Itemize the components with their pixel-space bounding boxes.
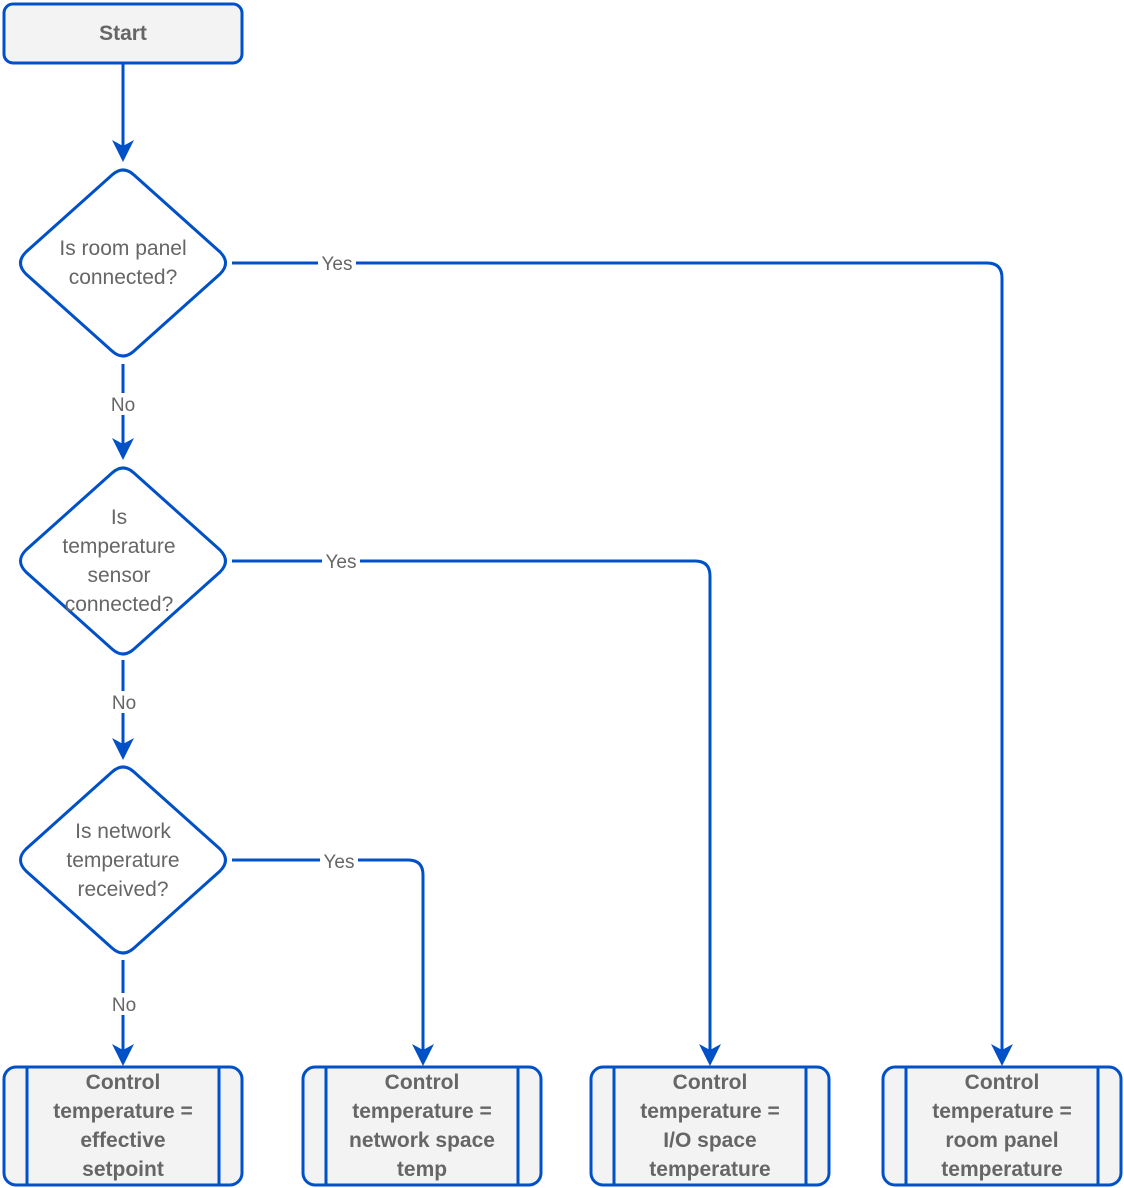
- result-effective-setpoint: [2, 1065, 244, 1187]
- edge-label-bg: [107, 691, 141, 713]
- edge-d1-yes: [232, 261, 1004, 1054]
- arrowhead-result2: [412, 1044, 434, 1066]
- arrowhead-result3: [699, 1044, 721, 1066]
- result-network-space-temp: [301, 1065, 543, 1187]
- edge-label-bg: [322, 552, 360, 572]
- edge-label-bg: [320, 851, 358, 871]
- edge-d3-yes: [232, 858, 425, 1054]
- arrowhead-result1: [112, 1044, 134, 1066]
- arrowhead-d1: [112, 140, 134, 162]
- edge-label-d3-no: No: [112, 995, 136, 1016]
- edge-label-d2-no: No: [112, 693, 136, 714]
- arrowhead-d2: [112, 438, 134, 460]
- edge-label-d2-yes: Yes: [326, 552, 357, 573]
- edge-label-bg: [106, 393, 140, 415]
- edge-label-bg: [107, 993, 141, 1015]
- edge-label-d3-yes: Yes: [324, 852, 355, 873]
- arrowhead-d3: [112, 738, 134, 760]
- result-io-space-temperature: [589, 1065, 831, 1187]
- edge-d2-yes: [232, 559, 712, 1054]
- arrowhead-result4: [991, 1044, 1013, 1066]
- edge-label-d1-no: No: [111, 395, 135, 416]
- decision-temperature-sensor: [19, 466, 227, 656]
- start-node: [2, 2, 244, 65]
- decision-room-panel: [19, 168, 227, 358]
- decision-network-temperature: [19, 765, 227, 955]
- edge-label-d1-yes: Yes: [322, 254, 353, 275]
- result-room-panel-temperature: [881, 1065, 1123, 1187]
- edge-label-bg: [318, 254, 356, 274]
